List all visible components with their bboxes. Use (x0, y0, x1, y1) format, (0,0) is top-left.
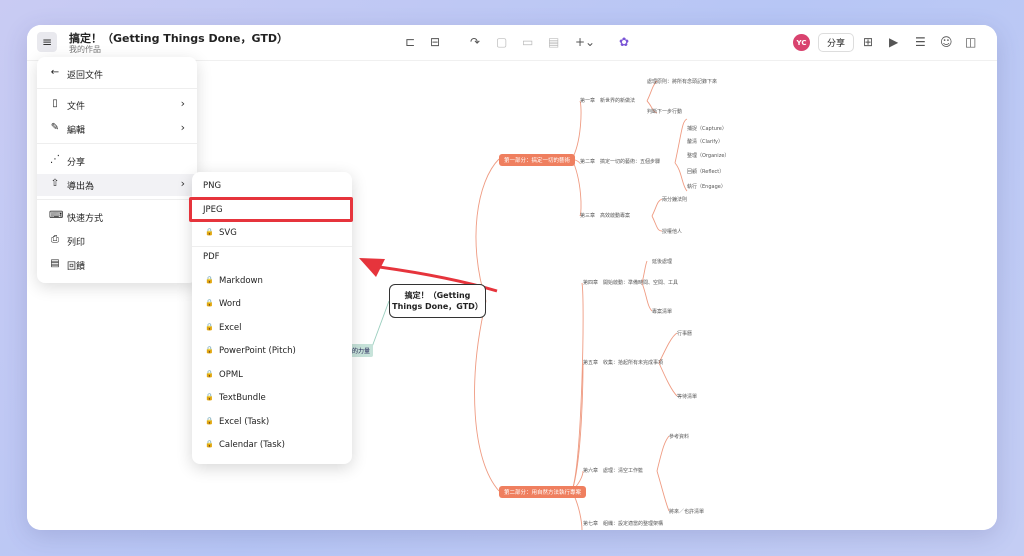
outline-icon[interactable]: ☰ (915, 35, 926, 49)
mindmap-node[interactable]: 專案清單 (652, 309, 673, 315)
menu-item-feedback[interactable]: ▤ 回饋 (50, 258, 86, 272)
export-excel-task[interactable]: 🔒Excel (Task) (205, 417, 270, 427)
mindmap-node[interactable]: 第三章 高效啟動專案 (580, 213, 631, 219)
lock-icon: 🔒 (205, 370, 214, 378)
mindmap-node[interactable]: 延後處理 (652, 259, 673, 265)
mindmap-node[interactable]: 第五章 收集：拾起所有未完成事項 (583, 360, 664, 366)
mindmap-node[interactable]: 第一章 新世界的新做法 (580, 98, 636, 104)
boundary-icon[interactable]: ▢ (496, 35, 508, 49)
emoji-icon[interactable]: ☺ (940, 35, 953, 49)
lock-icon: 🔒 (205, 346, 214, 354)
edit-icon: ✎ (50, 122, 60, 133)
mindmap-node[interactable]: 參考資料 (669, 434, 690, 440)
menu-icon[interactable]: ≡ (37, 32, 57, 52)
feedback-icon: ▤ (50, 258, 60, 269)
lock-icon: 🔒 (205, 228, 214, 236)
chevron-right-icon: › (180, 121, 185, 134)
layout-icon[interactable]: ◫ (965, 35, 977, 49)
chevron-right-icon: › (180, 97, 185, 110)
mindmap-node[interactable]: 行事曆 (677, 331, 693, 337)
lock-icon: 🔒 (205, 440, 214, 448)
hamburger-icon: ≡ (41, 35, 53, 49)
mindmap-node[interactable]: 捕捉（Capture） (687, 126, 727, 132)
file-icon: ▯ (52, 98, 58, 109)
insert-topic-icon[interactable]: ⊟ (430, 35, 441, 49)
menu-divider (37, 143, 197, 144)
lock-icon: 🔒 (205, 393, 214, 401)
export-icon: ⇧ (50, 178, 60, 189)
mindmap-branch-2[interactable]: 第二部分：用自然方法執行專案 (499, 486, 587, 498)
arrow-left-icon: ← (50, 67, 60, 78)
mindmap-node[interactable]: 兩分鐘法則 (662, 197, 688, 203)
menu-item-print[interactable]: ⎙ 列印 (51, 234, 86, 248)
mindmap-node[interactable]: 第七章 組織：設定適當的整理架構 (583, 521, 664, 527)
mindmap-node[interactable]: 第二章 搞定一切的藝術：五個步驟 (580, 159, 661, 165)
mindmap-node[interactable]: 第四章 開始啟動：準備時間、空間、工具 (583, 280, 679, 286)
menu-item-export[interactable]: ⇧ 導出為 › (37, 174, 197, 196)
lock-icon: 🔒 (205, 299, 214, 307)
export-opml[interactable]: 🔒OPML (205, 370, 243, 380)
chevron-right-icon: › (180, 177, 185, 190)
document-folder[interactable]: 我的作品 (69, 45, 101, 54)
main-menu: ← 返回文件 ▯ 文件 › ✎ 編輯 › ⋰ 分享 ⇧ 導出為 › ⌨ 快速方式 (37, 57, 197, 283)
app-window: ≡ 搞定！（Getting Things Done，GTD） 我的作品 ⊏ ⊟ … (27, 25, 997, 530)
mindmap-node[interactable]: 授權他人 (662, 229, 683, 235)
menu-item-file[interactable]: ▯ 文件 › (37, 94, 197, 116)
export-textbundle[interactable]: 🔒TextBundle (205, 393, 266, 403)
mindmap-node[interactable]: 釐清（Clarify） (687, 139, 724, 145)
lock-icon: 🔒 (205, 417, 214, 425)
theme-icon[interactable]: ✿ (619, 35, 630, 49)
relationship-icon[interactable]: ↷ (470, 35, 481, 49)
mindmap-node[interactable]: 整理（Organize） (687, 153, 730, 159)
lock-icon: 🔒 (205, 323, 214, 331)
pitch-icon[interactable]: ▶ (889, 35, 899, 49)
export-png[interactable]: PNG (203, 181, 222, 191)
lock-icon: 🔒 (205, 276, 214, 284)
export-svg[interactable]: 🔒SVG (205, 228, 237, 238)
format-panel-icon[interactable]: ⊞ (863, 35, 874, 49)
menu-divider (37, 199, 197, 200)
share-icon: ⋰ (50, 154, 60, 165)
menu-item-edit[interactable]: ✎ 編輯 › (50, 121, 185, 136)
avatar[interactable]: YC (793, 34, 810, 51)
menu-divider (37, 88, 197, 89)
menu-item-back-to-files[interactable]: ← 返回文件 (50, 67, 104, 81)
annotation-arrow-head (359, 258, 385, 277)
mindmap-root-node[interactable]: 搞定！（Getting Things Done，GTD） (389, 284, 486, 318)
jpeg-highlight-box (189, 197, 353, 222)
export-calendar-task[interactable]: 🔒Calendar (Task) (205, 440, 285, 450)
menu-divider (192, 246, 352, 247)
insert-subtopic-icon[interactable]: ⊏ (405, 35, 416, 49)
insert-icon[interactable]: +⌄ (575, 35, 596, 49)
mindmap-node[interactable]: 回顧（Reflect） (687, 169, 725, 175)
mindmap-node[interactable]: 執行（Engage） (687, 184, 726, 190)
mindmap-node[interactable]: 將來／也許清單 (669, 509, 705, 515)
export-word[interactable]: 🔒Word (205, 299, 241, 309)
export-markdown[interactable]: 🔒Markdown (205, 276, 263, 286)
mindmap-node[interactable]: 判斷下一步行動 (647, 109, 683, 115)
mindmap-branch-1[interactable]: 第一部分：搞定一切的藝術 (499, 154, 576, 166)
menu-item-share[interactable]: ⋰ 分享 (50, 154, 86, 168)
summary-icon[interactable]: ▭ (522, 35, 534, 49)
note-icon[interactable]: ▤ (548, 35, 560, 49)
share-button[interactable]: 分享 (818, 33, 854, 52)
export-excel[interactable]: 🔒Excel (205, 323, 242, 333)
top-toolbar: ≡ 搞定！（Getting Things Done，GTD） 我的作品 ⊏ ⊟ … (27, 25, 997, 61)
export-pdf[interactable]: PDF (203, 252, 220, 262)
export-powerpoint[interactable]: 🔒PowerPoint (Pitch) (205, 346, 296, 356)
printer-icon: ⎙ (51, 234, 59, 245)
export-jpeg[interactable]: JPEG (203, 205, 223, 215)
keyboard-icon: ⌨ (49, 210, 64, 221)
document-title[interactable]: 搞定！（Getting Things Done，GTD） (69, 32, 288, 45)
mindmap-node[interactable]: 第六章 處理：清空工作籃 (583, 468, 644, 474)
mindmap-node[interactable]: 等待清單 (677, 394, 698, 400)
menu-item-shortcuts[interactable]: ⌨ 快速方式 (49, 210, 104, 224)
mindmap-node[interactable]: 處理原則：將所有念頭記錄下來 (647, 79, 718, 85)
mindmap-left-node[interactable]: 的力量 (349, 344, 374, 357)
